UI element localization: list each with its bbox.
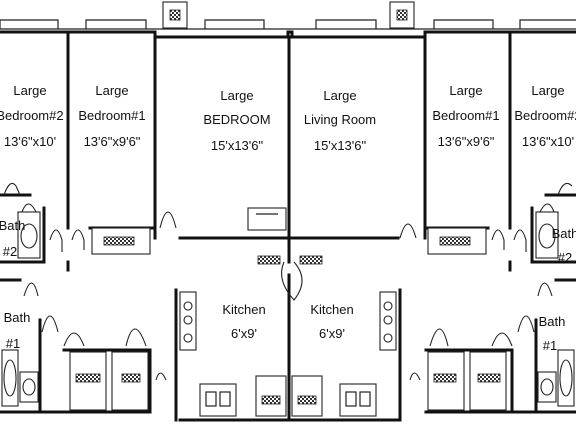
- kitchen-left-label: Kitchen: [222, 302, 265, 317]
- right-bedroom2-label: Large: [531, 83, 564, 98]
- left-bath2-label: Bath: [0, 218, 25, 233]
- fixtures: [1, 207, 575, 417]
- right-bath1-num: #1: [543, 338, 557, 353]
- door-swings: [3, 182, 573, 381]
- right-bath2-label: Bath: [552, 226, 576, 241]
- large-bedroom-label: Large: [220, 88, 253, 103]
- large-bedroom-size: 15'x13'6": [211, 138, 264, 153]
- right-bedroom1-name: Bedroom#1: [432, 108, 499, 123]
- left-bedroom2-name: Bedroom#2: [0, 108, 64, 123]
- right-bath2-num: #2: [558, 250, 572, 265]
- left-bedroom1-name: Bedroom#1: [78, 108, 145, 123]
- left-bath1-label: Bath: [4, 310, 31, 325]
- living-room-label: Large: [323, 88, 356, 103]
- living-room-name: Living Room: [304, 112, 376, 127]
- right-bedroom1-label: Large: [449, 83, 482, 98]
- left-bedroom2-size: 13'6"x10': [4, 134, 56, 149]
- right-bedroom1-size: 13'6"x9'6": [438, 134, 495, 149]
- kitchen-right-label: Kitchen: [310, 302, 353, 317]
- left-bedroom2-label: Large: [13, 83, 46, 98]
- left-bedroom1-label: Large: [95, 83, 128, 98]
- right-bedroom2-name: Bedroom#2: [514, 108, 576, 123]
- room-labels: Large Bedroom#2 13'6"x10' Large Bedroom#…: [0, 83, 576, 353]
- left-bath1-num: #1: [6, 336, 20, 351]
- large-bedroom-name: BEDROOM: [203, 112, 270, 127]
- right-bath1-label: Bath: [539, 314, 566, 329]
- right-bedroom2-size: 13'6"x10': [522, 134, 574, 149]
- kitchen-right-size: 6'x9': [319, 326, 345, 341]
- left-bedroom1-size: 13'6"x9'6": [84, 134, 141, 149]
- kitchen-left-size: 6'x9': [231, 326, 257, 341]
- top-vents: [162, 1, 415, 29]
- living-room-size: 15'x13'6": [314, 138, 367, 153]
- interior-walls: [0, 30, 576, 422]
- left-bath2-num: #2: [3, 244, 17, 259]
